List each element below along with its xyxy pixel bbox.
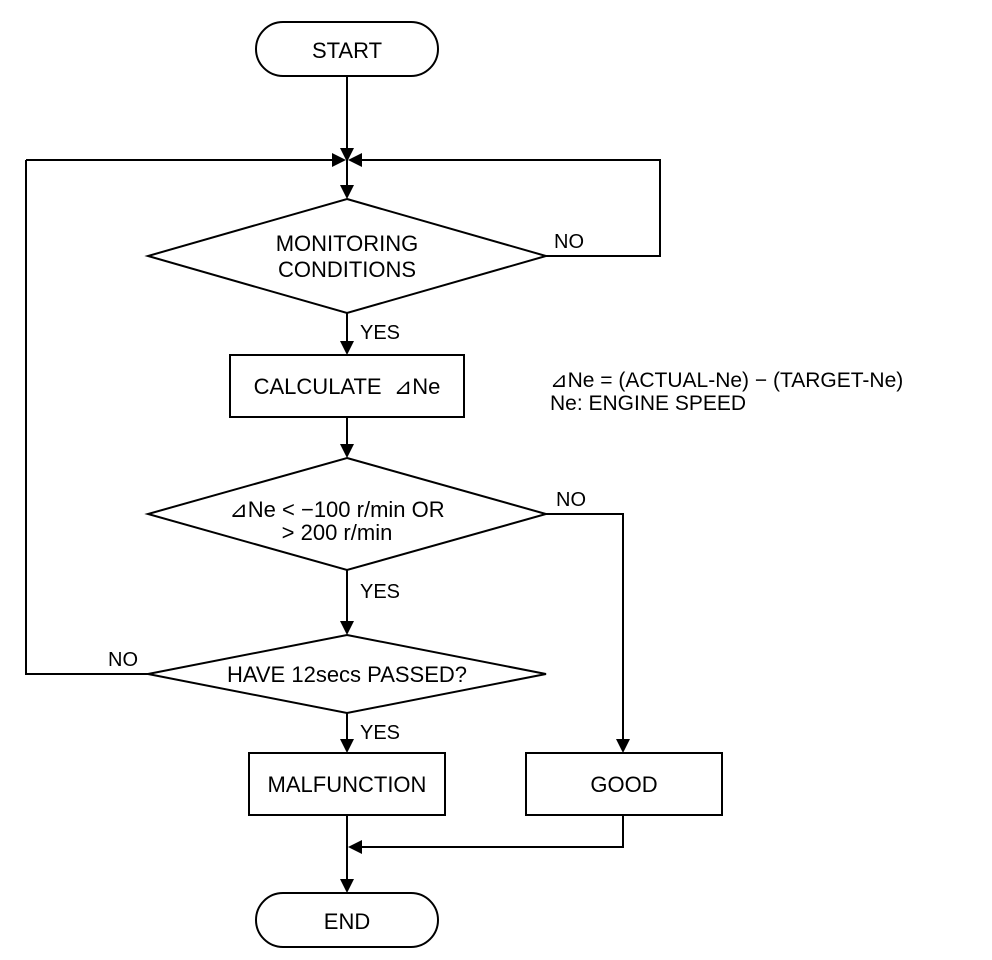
arrow-into-end <box>340 879 354 893</box>
monitoring-yes-label: YES <box>360 322 400 344</box>
malfunction-process <box>248 752 446 816</box>
connector-check-no <box>546 513 624 750</box>
arrow-into-join-from-good <box>348 840 362 854</box>
good-text: GOOD <box>590 772 657 797</box>
arrow-into-malfunction <box>340 739 354 753</box>
start-label: START <box>312 38 382 63</box>
connector-passed-no <box>25 160 148 675</box>
calculate-text: CALCULATE ⊿Ne <box>254 374 441 399</box>
formula-note: ⊿Ne = (ACTUAL-Ne) − (TARGET-Ne) <box>550 369 903 392</box>
monitoring-conditions-decision <box>144 197 550 315</box>
check-yes-label: YES <box>360 581 400 603</box>
arrow-into-check <box>340 444 354 458</box>
engine-speed-note: Ne: ENGINE SPEED <box>550 392 746 415</box>
malfunction-text: MALFUNCTION <box>268 772 427 797</box>
monitoring-no-label: NO <box>554 231 584 253</box>
check-text-line1: ⊿Ne < −100 r/min OR <box>229 497 444 522</box>
arrow-into-have-passed <box>340 621 354 635</box>
check-no-label: NO <box>556 489 586 511</box>
have-passed-text: HAVE 12secs PASSED? <box>227 662 467 687</box>
arrow-into-merge-from-left <box>332 153 346 167</box>
connector-monitoring-no <box>362 159 661 257</box>
monitoring-text-line2: CONDITIONS <box>278 257 416 282</box>
arrow-into-merge-from-start <box>340 148 354 162</box>
arrow-into-monitoring <box>340 185 354 199</box>
arrow-into-good <box>616 739 630 753</box>
arrow-into-calculate <box>340 341 354 355</box>
passed-no-label: NO <box>108 649 138 671</box>
arrow-into-merge-from-right <box>348 153 362 167</box>
end-terminal <box>255 892 439 948</box>
check-text-line2: > 200 r/min <box>282 520 393 545</box>
monitoring-text-line1: MONITORING <box>276 231 419 256</box>
good-process <box>525 752 723 816</box>
calculate-process <box>229 354 465 418</box>
connector-good-join <box>362 815 624 848</box>
end-label: END <box>324 909 370 934</box>
passed-yes-label: YES <box>360 722 400 744</box>
